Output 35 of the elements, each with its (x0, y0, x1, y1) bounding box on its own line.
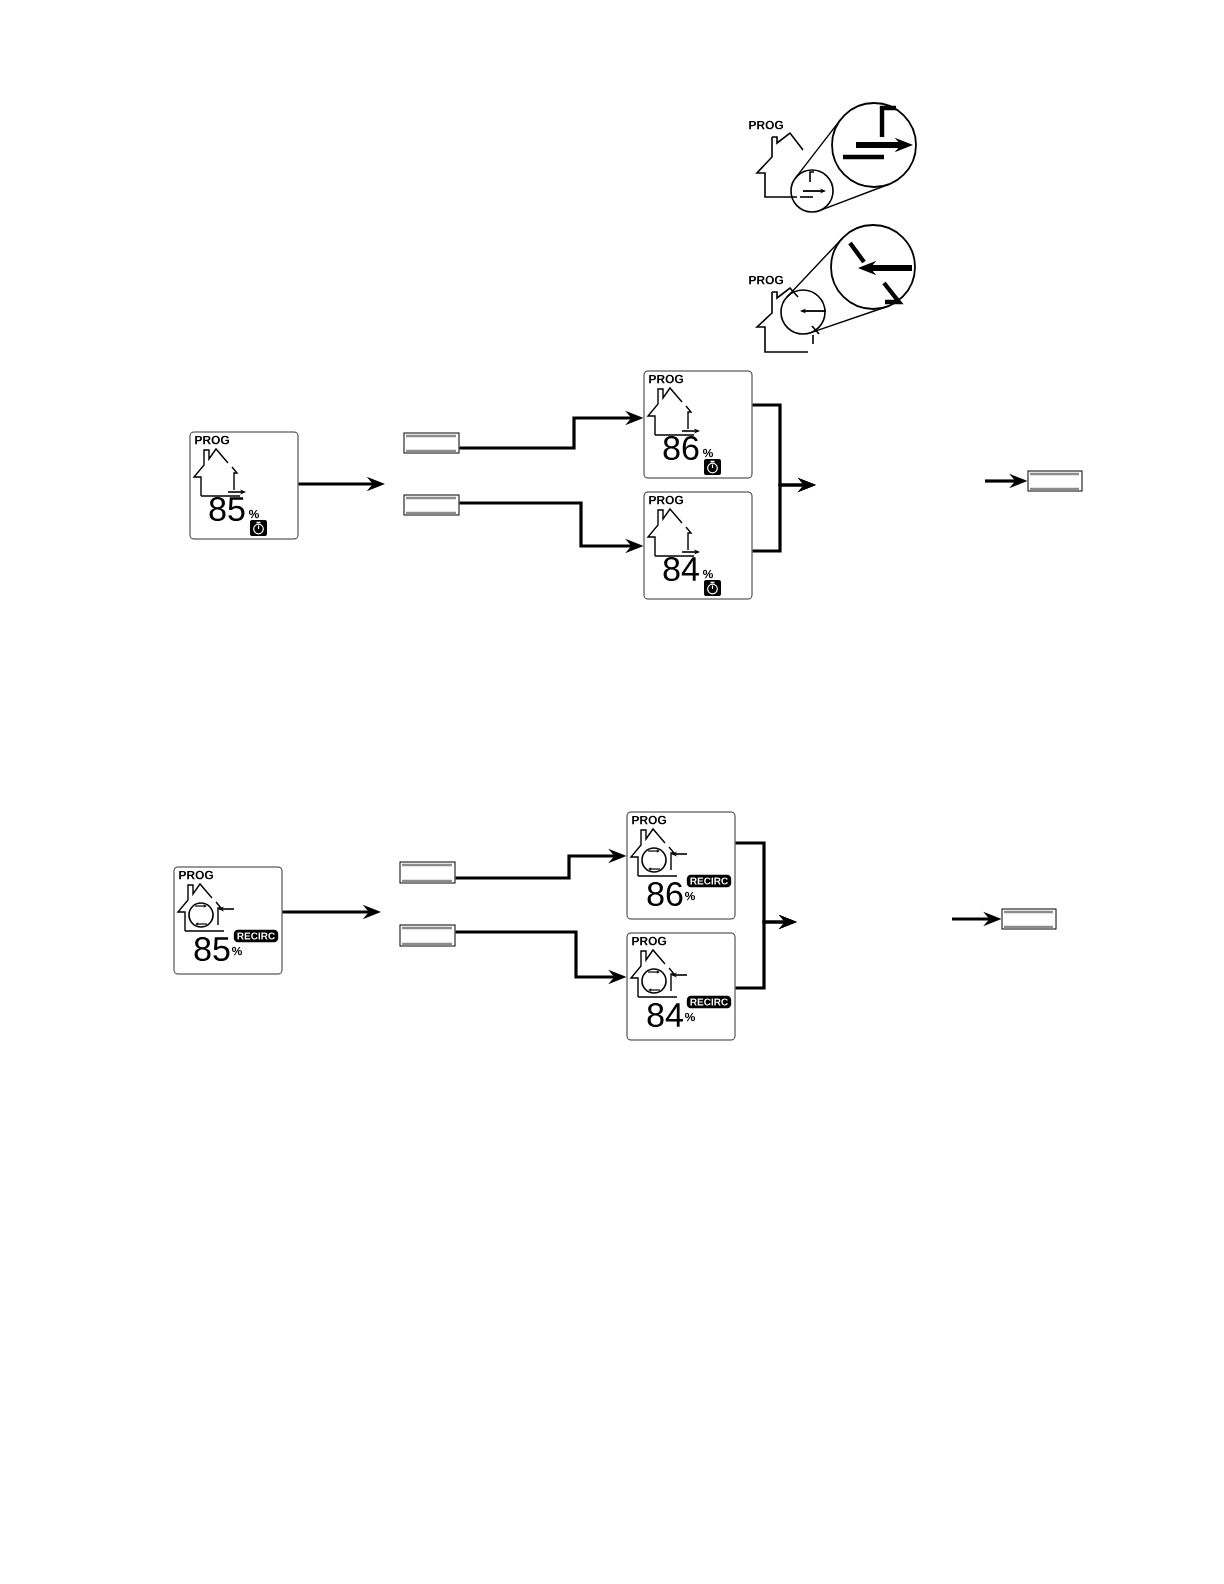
prog-label: PROG (649, 495, 683, 505)
percent-sign: % (232, 946, 242, 956)
button (399, 861, 456, 884)
percent-sign: % (703, 569, 713, 579)
percent-sign: % (685, 891, 695, 901)
display-screen (626, 811, 736, 920)
prog-label: PROG (632, 815, 666, 825)
recirc-badge: RECIRC (686, 874, 732, 888)
button (403, 494, 460, 516)
prog-label: PROG (179, 870, 213, 880)
prog-label: PROG (649, 374, 683, 384)
prog-label: PROG (632, 936, 666, 946)
display-screen (643, 370, 753, 479)
percent-value: 84 (647, 1002, 683, 1028)
recirc-badge: RECIRC (233, 929, 279, 943)
percent-sign: % (249, 509, 259, 519)
percent-value: 86 (663, 435, 699, 461)
button (403, 432, 460, 454)
display-screen (173, 866, 283, 975)
display-screen (643, 491, 753, 600)
prog-label: PROG (749, 275, 783, 285)
button (1027, 470, 1083, 492)
percent-sign: % (685, 1012, 695, 1022)
prog-label: PROG (749, 120, 783, 130)
display-screen (626, 932, 736, 1041)
percent-value: 85 (209, 496, 245, 522)
button (1001, 908, 1057, 930)
recirc-badge: RECIRC (686, 995, 732, 1009)
percent-value: 85 (194, 936, 230, 962)
display-screen (189, 431, 299, 540)
percent-value: 86 (647, 881, 683, 907)
percent-value: 84 (663, 556, 699, 582)
button (399, 924, 456, 947)
percent-sign: % (703, 448, 713, 458)
prog-label: PROG (195, 435, 229, 445)
